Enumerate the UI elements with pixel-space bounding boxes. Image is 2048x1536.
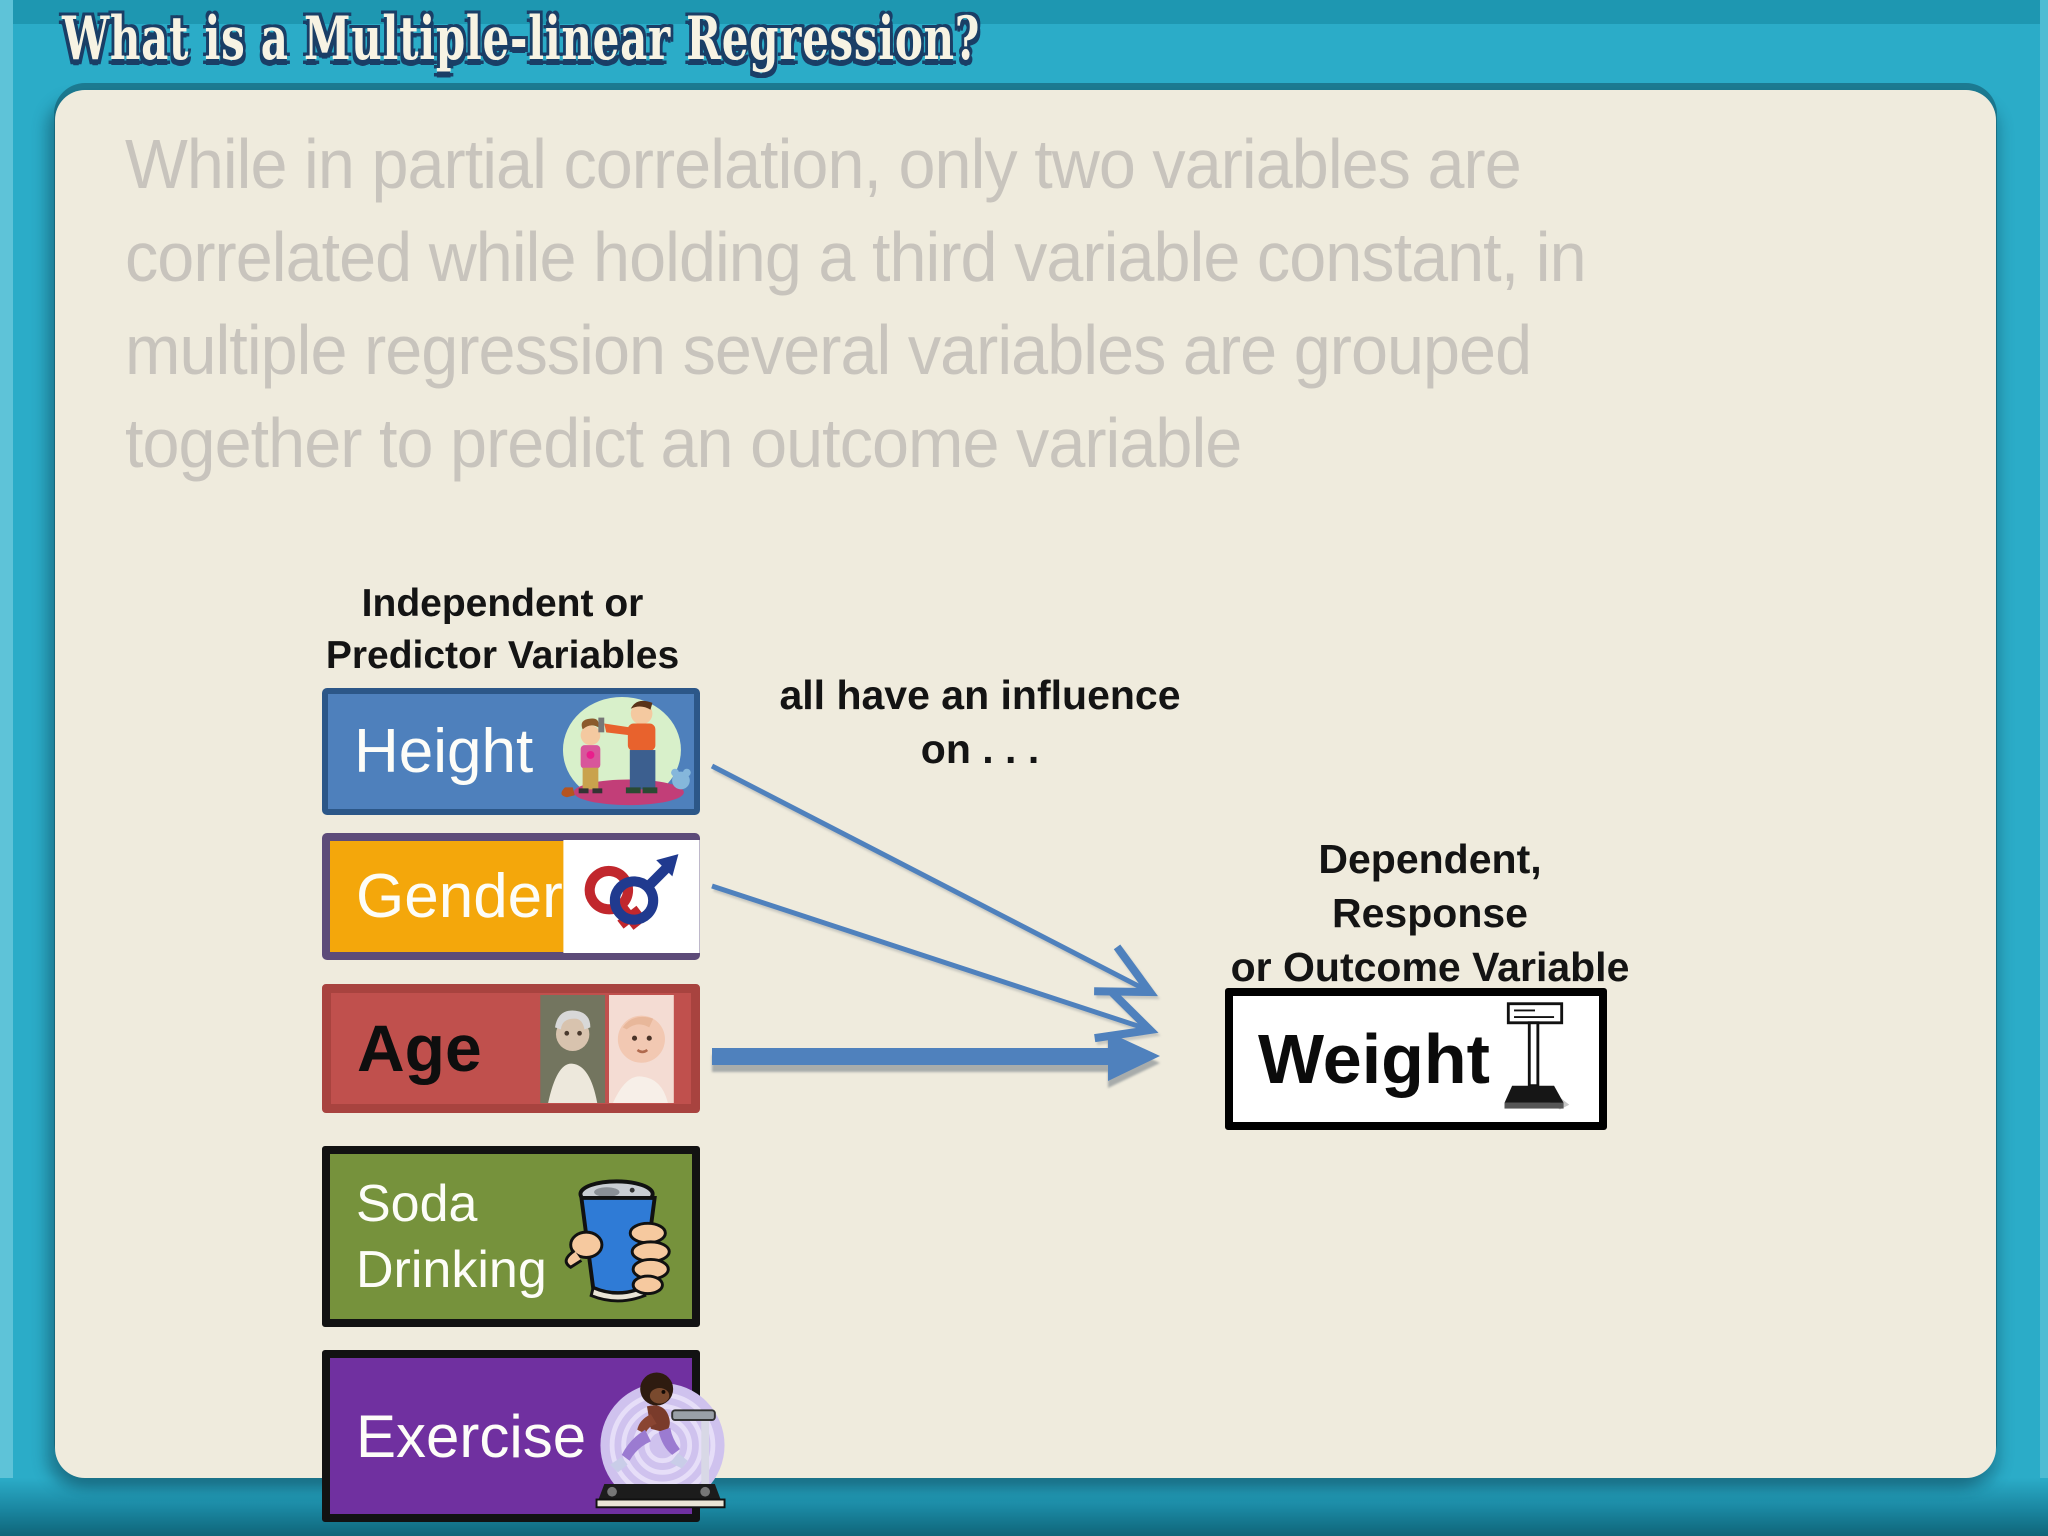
intro-line: While in partial correlation, only two v… <box>125 125 1522 203</box>
height-label: Height <box>354 716 534 786</box>
height-measuring-clipart <box>561 696 691 805</box>
frame-right-strip <box>2040 0 2048 1536</box>
outcome-box-weight: Weight <box>1225 988 1607 1130</box>
slide-title: What is a Multiple-linear Regression? <box>62 4 981 74</box>
soda-label-line2: Drinking <box>356 1240 547 1299</box>
exercise-label: Exercise <box>356 1402 587 1470</box>
intro-line: multiple regression several variables ar… <box>125 311 1532 389</box>
independent-label-line1: Independent or <box>361 582 644 625</box>
dependent-variable-label: Dependent, Response or Outcome Variable <box>1215 832 1645 994</box>
intro-line: together to predict an outcome variable <box>125 404 1242 482</box>
gender-symbols-clipart <box>563 840 700 953</box>
predictor-box-age: Age <box>322 984 700 1113</box>
soda-label-line1: Soda <box>356 1174 478 1233</box>
elderly-and-baby-photos-clipart <box>540 994 674 1103</box>
predictor-box-exercise: Exercise <box>322 1350 726 1522</box>
gender-label: Gender <box>356 861 563 931</box>
independent-variables-label: Independent or Predictor Variables <box>295 578 710 682</box>
influence-label-line1: all have an influence <box>779 672 1181 718</box>
predictor-box-soda-drinking: Soda Drinking <box>322 1146 700 1327</box>
predictor-box-gender: Gender <box>322 833 700 960</box>
treadmill-runner-clipart <box>595 1372 726 1509</box>
age-label: Age <box>357 1010 482 1085</box>
weight-label: Weight <box>1257 1020 1490 1098</box>
dependent-label-line2: or Outcome Variable <box>1230 944 1630 990</box>
frame-top-strip <box>0 0 2048 24</box>
soda-cup-hand-clipart <box>564 1178 671 1302</box>
frame-bottom-band <box>0 1478 2048 1536</box>
influence-label: all have an influence on . . . <box>770 668 1190 776</box>
intro-line: correlated while holding a third variabl… <box>125 218 1587 296</box>
influence-label-line2: on . . . <box>920 726 1040 772</box>
frame-left-strip <box>0 0 13 1536</box>
soda-drinking-label: Soda Drinking <box>356 1171 547 1303</box>
predictor-box-height: Height <box>322 688 700 815</box>
weighing-scale-clipart <box>1504 1002 1570 1110</box>
intro-paragraph: While in partial correlation, only two v… <box>125 118 1854 490</box>
dependent-label-line1: Dependent, Response <box>1318 836 1542 936</box>
independent-label-line2: Predictor Variables <box>325 634 680 677</box>
